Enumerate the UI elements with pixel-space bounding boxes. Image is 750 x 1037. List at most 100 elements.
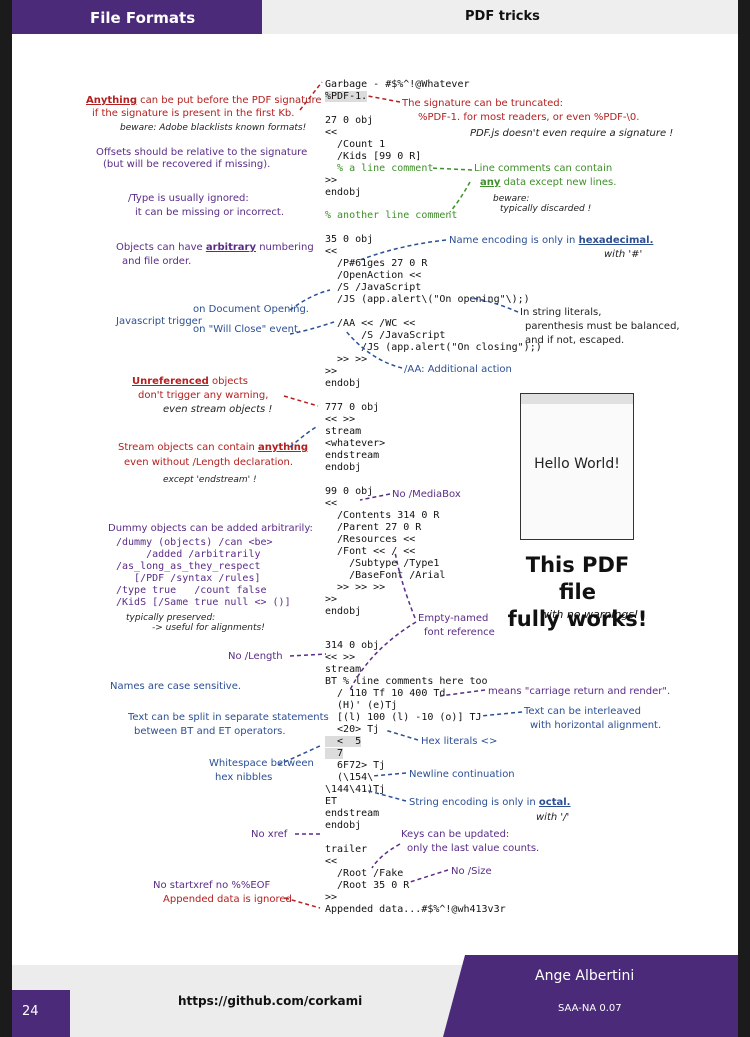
note-no-xref: No xref <box>251 829 288 840</box>
code-font: /Font << / << <box>325 546 416 557</box>
code-line: << >> <box>325 652 356 663</box>
code-line: endobj <box>325 606 362 617</box>
note-type-2: it can be missing or incorrect. <box>135 207 284 218</box>
code-line: >> <box>325 366 338 377</box>
code-line: endobj <box>325 378 362 389</box>
note-no-size: No /Size <box>451 866 492 877</box>
code-line: stream <box>325 426 362 437</box>
code-line: <whatever> <box>325 438 386 449</box>
note-anything: Anything can be put before the PDF signa… <box>86 95 322 106</box>
note-with-slash: with '/' <box>536 812 570 823</box>
note-strings-3: and if not, escaped. <box>525 335 625 346</box>
code-line: ET <box>325 796 338 807</box>
header-tab-fold <box>240 0 262 34</box>
note-newline: Newline continuation <box>409 769 515 780</box>
code-line: /S /JavaScript <box>325 282 422 293</box>
footer-tab-fold <box>443 955 465 1037</box>
note-js-opening: on Document Opening. <box>193 304 309 315</box>
note-keys-2: only the last value counts. <box>407 843 540 854</box>
code-line: endobj <box>325 462 362 473</box>
note-no-mediabox: No /MediaBox <box>392 489 461 500</box>
code-line: >> <box>325 594 338 605</box>
code-line: /Resources << <box>325 534 416 545</box>
code-obj777: 777 0 obj <box>325 402 380 413</box>
code-tf: / 110 Tf 10 400 Td <box>325 688 446 699</box>
footer-author: Ange Albertini <box>535 968 635 984</box>
note-split-2: between BT and ET operators. <box>134 726 286 737</box>
footer-page-tab <box>12 990 70 1037</box>
note-split-1: Text can be split in separate statements <box>128 712 329 723</box>
code-line: /BaseFont /Arial <box>325 570 446 581</box>
note-dummy-preserved: typically preserved: <box>126 613 216 623</box>
code-line: stream <box>325 664 362 675</box>
footer-author-tab <box>465 955 738 1037</box>
code-line: endstream <box>325 808 380 819</box>
note-empty-named-1: Empty-named <box>418 613 489 624</box>
code-line: endobj <box>325 187 362 198</box>
code-octal: \144\41)Tj <box>325 784 386 795</box>
code-signature: %PDF-1. <box>325 91 368 103</box>
note-interleave-2: with horizontal alignment. <box>530 720 662 731</box>
note-strings-2: parenthesis must be balanced, <box>525 321 680 332</box>
code-pages-hex: /P#61ges 27 0 R <box>325 258 428 269</box>
note-aa: /AA: Additional action <box>404 364 512 375</box>
footer-url-link[interactable]: https://github.com/corkami <box>178 994 363 1008</box>
note-line-comments-1: Line comments can contain <box>474 163 613 174</box>
code-garbage: Garbage - #$%^!@Whatever <box>325 79 470 90</box>
note-dummy-code: /dummy (objects) /can <be> /added /arbit… <box>116 537 291 608</box>
code-hex-nibble: 7 <box>325 748 344 760</box>
code-line: >> >> <box>325 354 368 365</box>
hex-highlight: < 5 <box>325 736 362 747</box>
code-line: (H)' (e)Tj <box>325 700 398 711</box>
code-line: /Kids [99 0 R] <box>325 151 422 162</box>
note-js-trigger: Javascript trigger <box>116 316 202 327</box>
note-case-sensitive: Names are case sensitive. <box>110 681 242 692</box>
note-discarded: typically discarded ! <box>500 204 592 214</box>
code-hex-literal: <20> Tj <box>325 724 380 735</box>
header-section-tab <box>12 0 262 34</box>
code-line: >> <box>325 175 338 186</box>
note-name-encoding: Name encoding is only in hexadecimal. <box>449 235 654 246</box>
note-strings-1: In string literals, <box>520 307 602 318</box>
page-title: PDF tricks <box>465 9 540 24</box>
note-anything-2: if the signature is present in the first… <box>92 108 295 119</box>
code-line: /Root /Fake <box>325 868 404 879</box>
code-trailer: trailer <box>325 844 368 855</box>
note-with-hash: with '#' <box>604 249 643 260</box>
note-dummy-alignments: -> useful for alignments! <box>152 623 265 633</box>
note-whitespace-1: Whitespace between <box>209 758 314 769</box>
note-hex-literals: Hex literals <> <box>421 736 498 747</box>
note-carriage-return: means "carriage return and render". <box>488 686 671 697</box>
note-type-1: /Type is usually ignored: <box>128 193 249 204</box>
note-empty-named-2: font reference <box>424 627 495 638</box>
note-numbering-2: and file order. <box>122 256 192 267</box>
signature-highlight: %PDF-1. <box>325 91 368 102</box>
code-line: << <box>325 498 338 509</box>
code-aa: /AA << /WC << <box>325 318 416 329</box>
code-line: /Contents 314 0 R <box>325 510 440 521</box>
code-line-comment: % a line comment <box>325 163 434 174</box>
code-bt: BT % line comments here too <box>325 676 488 687</box>
note-unreferenced: Unreferenced objects <box>132 376 249 387</box>
note-no-startxref: No startxref no %%EOF <box>153 880 271 891</box>
code-appended: Appended data...#$%^!@wh413v3r <box>325 904 506 915</box>
note-stream-except: except 'endstream' ! <box>163 475 257 485</box>
note-appended: Appended data is ignored <box>163 894 292 905</box>
code-line: 6F72> Tj <box>325 760 386 771</box>
code-js-close: /JS (app.alert("On closing");) <box>325 342 542 353</box>
code-line-comment: % another line comment <box>325 210 458 221</box>
code-octal: (\154\ <box>325 772 374 783</box>
viewer-toolbar <box>521 394 633 404</box>
code-line: << >> <box>325 414 356 425</box>
page-number: 24 <box>22 1004 39 1019</box>
code-line: /S /JavaScript <box>325 330 446 341</box>
note-no-length: No /Length <box>228 651 283 662</box>
note-offsets-2: (but will be recovered if missing). <box>103 159 271 170</box>
code-obj35: 35 0 obj <box>325 234 374 245</box>
note-beware-adobe: beware: Adobe blacklists known formats! <box>120 123 307 133</box>
code-line: << <box>325 127 338 138</box>
note-whitespace-2: hex nibbles <box>215 772 273 783</box>
note-keys-1: Keys can be updated: <box>401 829 510 840</box>
code-tj-array: [(l) 100 (l) -10 (o)] TJ <box>325 712 482 723</box>
